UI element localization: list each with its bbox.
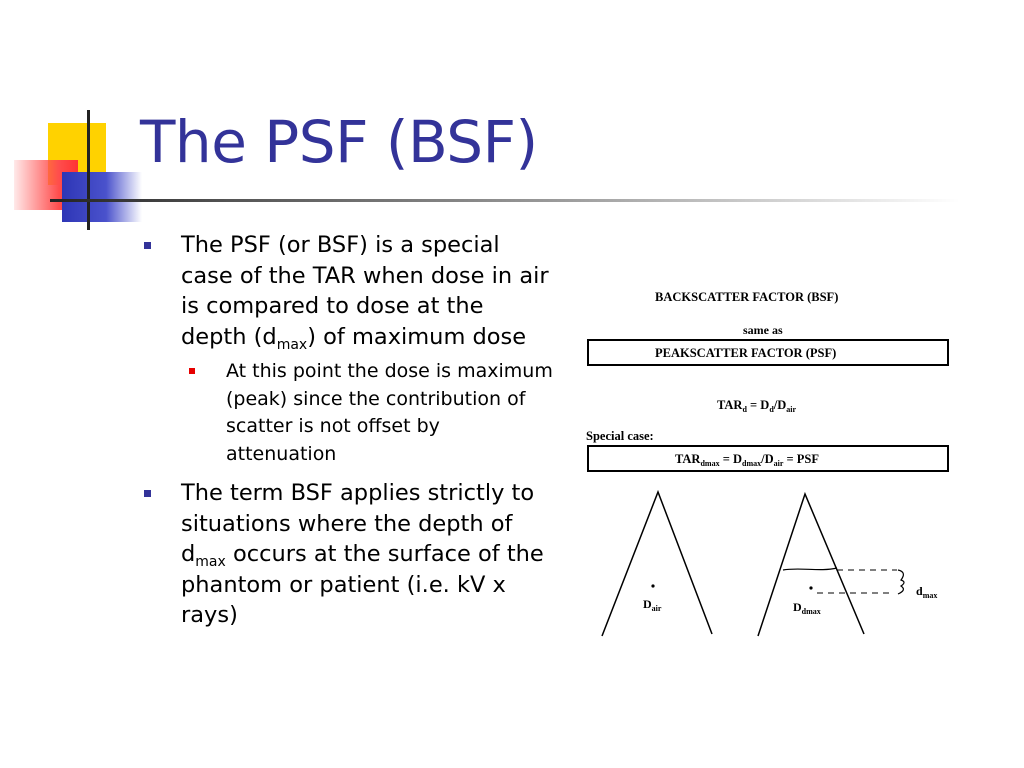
bullet-list: The PSF (or BSF) is a special case of th… — [144, 230, 554, 637]
subscript-text: max — [276, 336, 308, 353]
bullet-square-icon — [144, 490, 151, 497]
tar-equation: TARd = Dd/Dair — [717, 398, 797, 414]
special-case-box — [587, 445, 949, 472]
point-marker-air — [651, 584, 655, 588]
decorative-blue-square — [62, 172, 142, 222]
dmax-brace — [897, 569, 905, 595]
figure-heading: BACKSCATTER FACTOR (BSF) — [655, 290, 838, 304]
point-marker-dmax — [809, 586, 813, 590]
special-case-label: Special case: — [586, 429, 654, 443]
bullet-text: The term BSF applies strictly to situati… — [181, 480, 535, 567]
bullet-item: The PSF (or BSF) is a special case of th… — [144, 230, 554, 352]
label-depth-dmax: dmax — [916, 584, 937, 600]
sub-bullet-text: At this point the dose is maximum (peak)… — [226, 360, 553, 465]
label-d-air: Dair — [643, 597, 662, 613]
subscript-text: max — [195, 554, 226, 570]
bullet-item: The term BSF applies strictly to situati… — [144, 478, 554, 631]
bullet-text: ) of maximum dose — [307, 323, 527, 350]
title-underline — [50, 199, 960, 202]
label-d-dmax: Ddmax — [793, 600, 821, 616]
slide-title: The PSF (BSF) — [140, 108, 538, 176]
beam-outline-air — [601, 489, 713, 637]
decorative-vertical-line — [87, 110, 90, 230]
psf-title-box — [587, 339, 949, 366]
bullet-text: occurs at the surface of the phantom or … — [181, 541, 544, 628]
beam-outline-phantom — [757, 491, 865, 637]
bullet-square-icon — [144, 242, 151, 249]
figure-same-as: same as — [743, 323, 783, 337]
phantom-surface-line — [782, 567, 838, 571]
bsf-psf-diagram: BACKSCATTER FACTOR (BSF) same as PEAKSCA… — [586, 290, 949, 637]
sub-bullet-square-icon — [189, 368, 195, 374]
bullet-text: The PSF (or BSF) is a special case of th… — [181, 232, 549, 350]
figure-boxed-title: PEAKSCATTER FACTOR (PSF) — [655, 346, 836, 360]
special-case-equation: TARdmax = Ddmax/Dair = PSF — [675, 452, 819, 468]
sub-bullet-item: At this point the dose is maximum (peak)… — [189, 358, 554, 468]
